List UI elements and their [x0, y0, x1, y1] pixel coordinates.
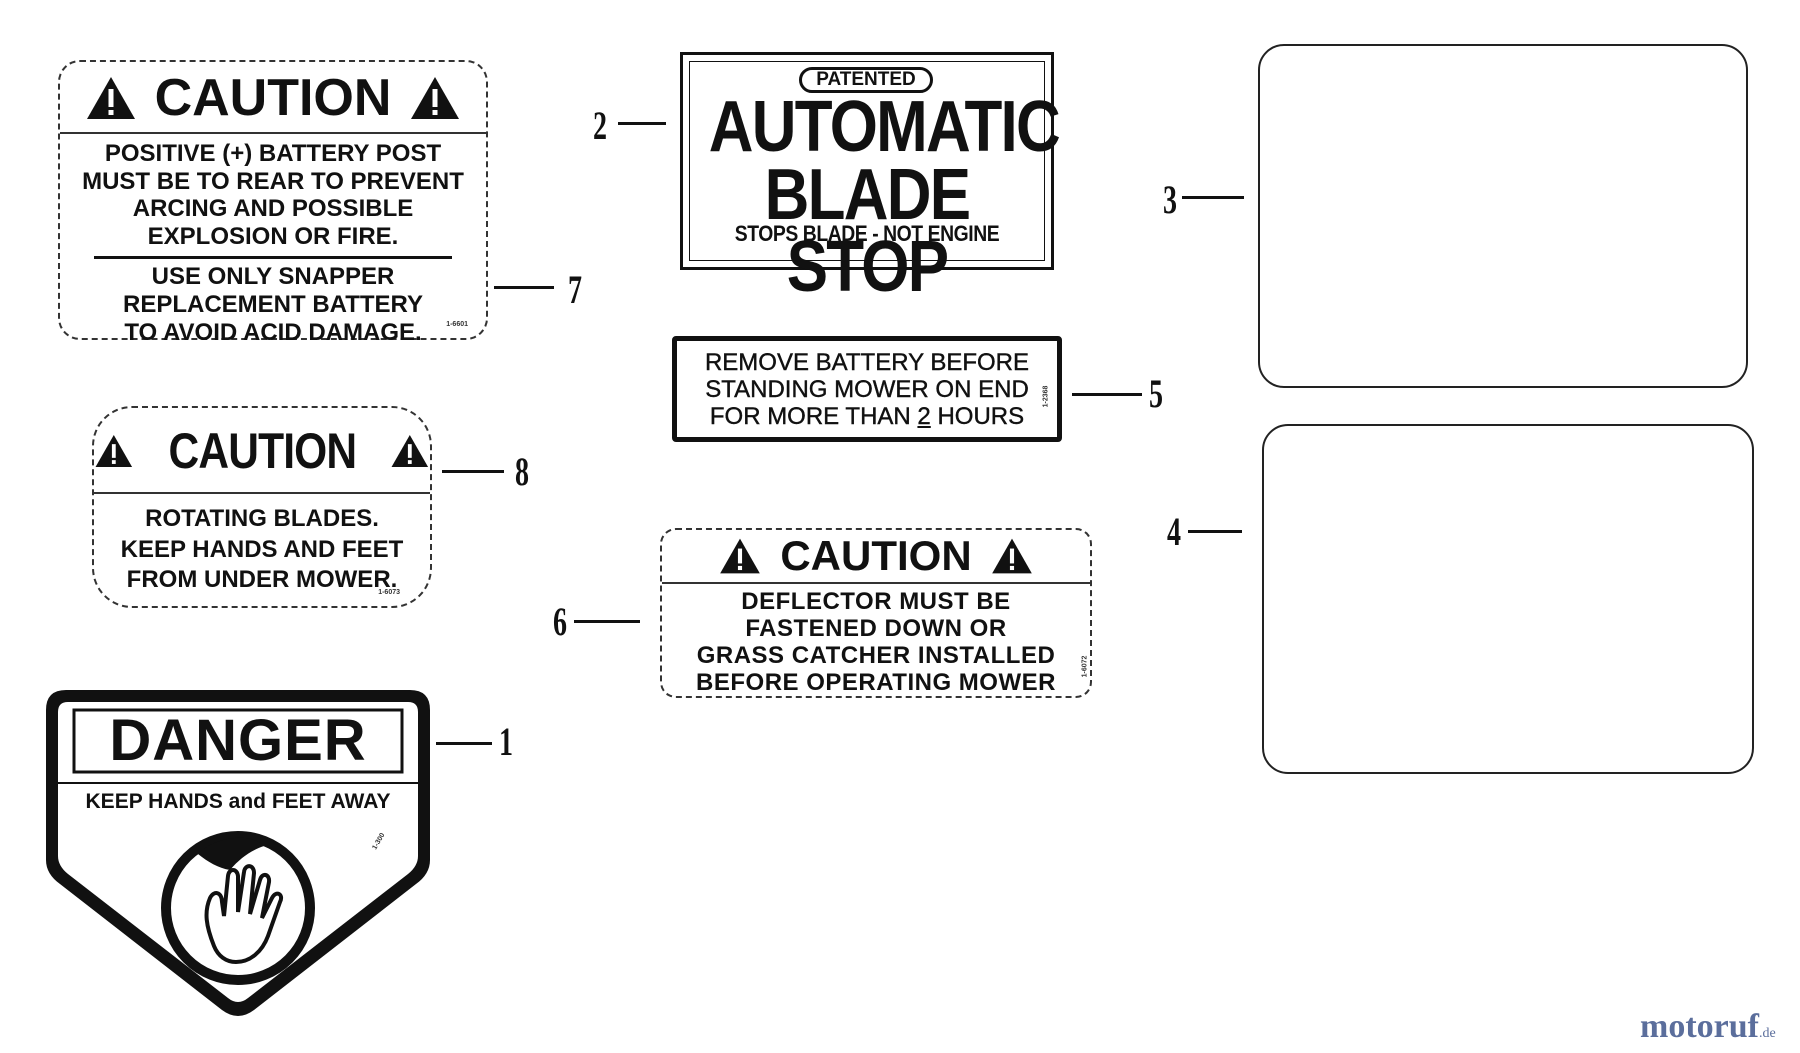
decal-6-line: BEFORE OPERATING MOWER [696, 669, 1056, 696]
decal-2-subtitle: STOPS BLADE - NOT ENGINE [734, 221, 1000, 246]
callout-1-leader [436, 742, 492, 745]
callout-6-number: 6 [553, 599, 567, 644]
decal-5-text: REMOVE BATTERY BEFORE STANDING MOWER ON … [677, 349, 1057, 430]
decal-8-part-code: 1-6073 [378, 589, 400, 596]
decal-8-line: FROM UNDER MOWER. [126, 566, 398, 594]
decal-6-line: DEFLECTOR MUST BE [741, 588, 1011, 615]
decal-2-inner-frame [689, 61, 1045, 261]
callout-3-leader [1182, 196, 1244, 199]
decal-7-header-rule [60, 132, 486, 134]
decal-8-text: ROTATING BLADES. KEEP HANDS AND FEET FRO… [94, 504, 430, 596]
decal-2-automatic-blade-stop: PATENTED AUTOMATIC BLADE STOP STOPS BLAD… [680, 52, 1061, 303]
warning-triangle-icon [391, 435, 429, 467]
decal-6-header-rule [662, 582, 1090, 584]
decal-6-deflector-caution: CAUTION DEFLECTOR MUST BE FASTENED DOWN … [660, 528, 1092, 698]
decal-1-danger: DANGER KEEP HANDS and FEET AWAY 1-300 [44, 688, 432, 1018]
callout-4-leader [1188, 530, 1242, 533]
decal-3-blank [1258, 44, 1748, 388]
decal-5-remove-battery: REMOVE BATTERY BEFORE STANDING MOWER ON … [672, 336, 1062, 442]
decal-6-text: DEFLECTOR MUST BE FASTENED DOWN OR GRASS… [662, 588, 1090, 696]
watermark-main: motoruf [1640, 1008, 1759, 1045]
callout-5-leader [1072, 393, 1142, 396]
decal-5-part-code: 1-2368 [1042, 385, 1050, 408]
decal-2-title-line-1: AUTOMATIC [708, 87, 1061, 167]
decal-6-line: GRASS CATCHER INSTALLED [696, 642, 1056, 669]
decal-5-hours-number: 2 [917, 403, 931, 430]
decal-7-line: REPLACEMENT BATTERY [123, 290, 423, 318]
decal-7-line: MUST BE TO REAR TO PREVENT [82, 167, 464, 195]
decal-7-caution-label: CAUTION [154, 69, 392, 127]
callout-5-number: 5 [1149, 371, 1163, 416]
decal-5-line: REMOVE BATTERY BEFORE [704, 349, 1030, 376]
decal-6-line: FASTENED DOWN OR [745, 615, 1007, 642]
decal-6-part-code: 1-6072 [1081, 655, 1089, 678]
decal-5-line-3-prefix: FOR MORE THAN [709, 403, 918, 430]
decal-7-line: ARCING AND POSSIBLE [132, 195, 414, 223]
warning-triangle-icon [95, 435, 133, 467]
decal-8-blade-caution: CAUTION ROTATING BLADES. KEEP HANDS AND … [92, 406, 432, 608]
decal-7-battery-caution: CAUTION POSITIVE (+) BATTERY POST MUST B… [58, 60, 488, 346]
decal-8-caution-label: CAUTION [168, 423, 356, 479]
decal-5-line: STANDING MOWER ON END [705, 376, 1029, 403]
decal-5-line: FOR MORE THAN 2 HOURS [677, 403, 1057, 430]
warning-triangle-icon [411, 77, 460, 119]
decal-7-part-code: 1-6601 [446, 321, 468, 328]
decal-6-header: CAUTION [662, 532, 1090, 580]
decal-1-rule [58, 782, 418, 784]
decal-8-line: KEEP HANDS AND FEET [120, 535, 404, 563]
decal-2-title-line-2: BLADE STOP [764, 155, 971, 307]
decal-8-line: ROTATING BLADES. [145, 505, 379, 532]
decal-7-divider [94, 256, 452, 260]
warning-triangle-icon [86, 77, 135, 119]
warning-triangle-icon [720, 538, 761, 574]
decal-7-line: USE ONLY SNAPPER [151, 263, 395, 291]
watermark-logo: motoruf.de [1640, 1008, 1776, 1046]
decal-8-header: CAUTION [94, 422, 430, 480]
decal-8-header-rule [94, 492, 430, 494]
decal-5-line-3-suffix: HOURS [930, 403, 1025, 430]
callout-4-number: 4 [1167, 509, 1181, 554]
callout-7-number: 7 [568, 267, 582, 312]
decal-1-danger-title: DANGER [109, 708, 367, 773]
decal-7-text-b: USE ONLY SNAPPER REPLACEMENT BATTERY TO … [60, 263, 486, 346]
callout-2-number: 2 [593, 103, 607, 148]
decal-7-line: EXPLOSION OR FIRE. [147, 222, 399, 250]
decal-1-subheader: KEEP HANDS and FEET AWAY [85, 790, 391, 813]
callout-7-leader [494, 286, 554, 289]
hand-blade-icon [161, 831, 315, 985]
callout-8-number: 8 [515, 449, 529, 494]
decal-2-badge-label: PATENTED [816, 69, 916, 90]
warning-triangle-icon [991, 538, 1032, 574]
callout-6-leader [574, 620, 640, 623]
callout-1-number: 1 [499, 719, 513, 764]
decal-4-blank [1262, 424, 1754, 774]
decal-7-line: POSITIVE (+) BATTERY POST [104, 140, 442, 167]
decal-2-badge: PATENTED [799, 67, 933, 93]
callout-3-number: 3 [1163, 177, 1177, 222]
decal-7-line: TO AVOID ACID DAMAGE. [124, 318, 422, 346]
decal-7-text-a: POSITIVE (+) BATTERY POST MUST BE TO REA… [60, 140, 486, 250]
callout-2-leader [618, 122, 666, 125]
decal-7-header: CAUTION [60, 68, 486, 128]
decal-6-caution-label: CAUTION [780, 532, 972, 579]
watermark-suffix: .de [1758, 1026, 1776, 1041]
callout-8-leader [442, 470, 504, 473]
